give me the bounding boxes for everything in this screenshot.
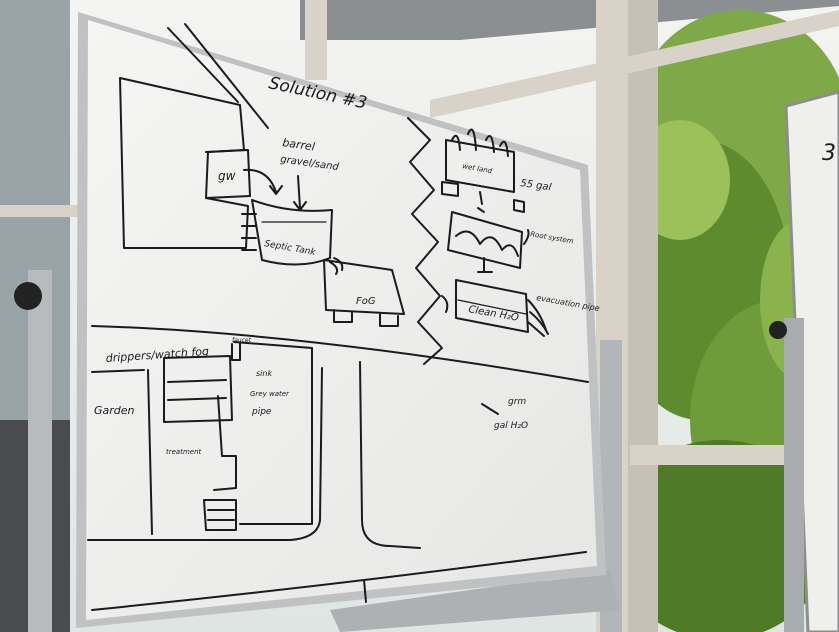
label-garden: Garden: [94, 404, 135, 417]
label-gw: gw: [218, 169, 236, 183]
label-faucet: faucet: [232, 337, 252, 344]
main-whiteboard: [76, 12, 606, 628]
label-grey-water: Grey water: [250, 390, 290, 398]
label-gal-h2o: gal H₂O: [494, 421, 528, 431]
label-barrel: barrel: [282, 136, 316, 153]
label-fog: FoG: [356, 296, 376, 307]
drawing-strokes: [87, 23, 589, 611]
label-grm: grm: [508, 397, 526, 407]
label-pipe: pipe: [251, 407, 272, 417]
right-board-label: 3: [822, 141, 836, 166]
label-sink: sink: [256, 369, 272, 378]
label-55-gal: 55 gal: [520, 178, 553, 193]
label-treatment: treatment: [166, 448, 202, 456]
board-stands: [14, 270, 804, 632]
